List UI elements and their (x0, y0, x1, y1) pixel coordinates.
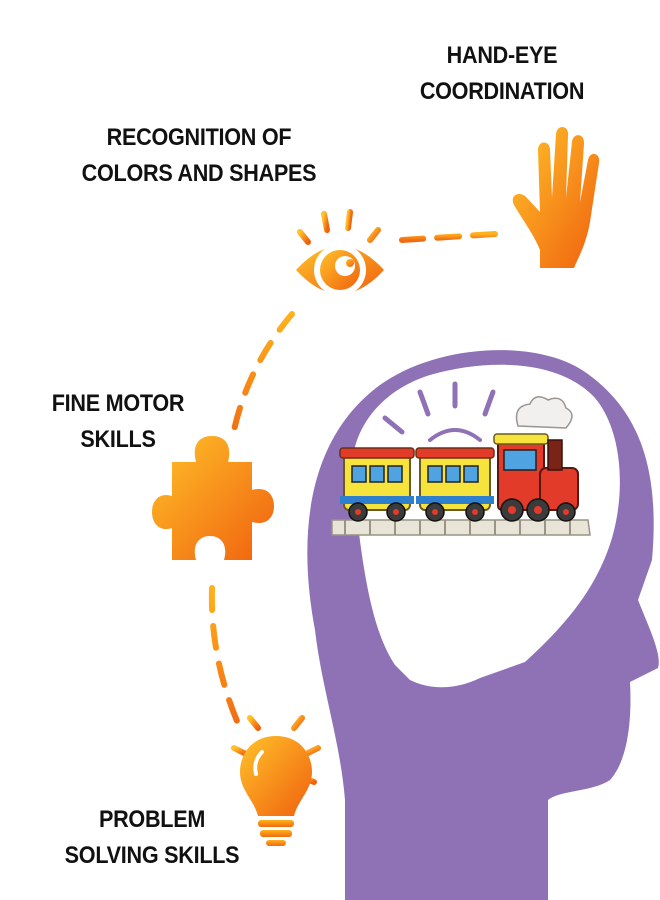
puzzle-piece-icon (152, 436, 274, 560)
label-line: RECOGNITION OF (106, 124, 292, 151)
dashed-connector (208, 231, 498, 731)
glow-rays (382, 381, 496, 442)
label-line: HAND-EYE (446, 42, 558, 69)
lightbulb-icon (231, 703, 321, 846)
label-line: SKILLS (80, 426, 156, 453)
label-recognition: RECOGNITION OF COLORS AND SHAPES (78, 120, 321, 192)
eye-icon (296, 209, 384, 296)
label-hand-eye-coordination: HAND-EYE COORDINATION (403, 38, 601, 110)
toy-train-icon (331, 396, 591, 536)
label-line: SOLVING SKILLS (64, 842, 240, 869)
label-problem-solving-skills: PROBLEM SOLVING SKILLS (46, 802, 258, 874)
label-line: COLORS AND SHAPES (81, 160, 317, 187)
hand-icon (512, 126, 600, 268)
label-fine-motor-skills: FINE MOTOR SKILLS (39, 386, 197, 458)
label-line: PROBLEM (98, 806, 206, 833)
label-line: FINE MOTOR (51, 390, 185, 417)
label-line: COORDINATION (419, 78, 585, 105)
